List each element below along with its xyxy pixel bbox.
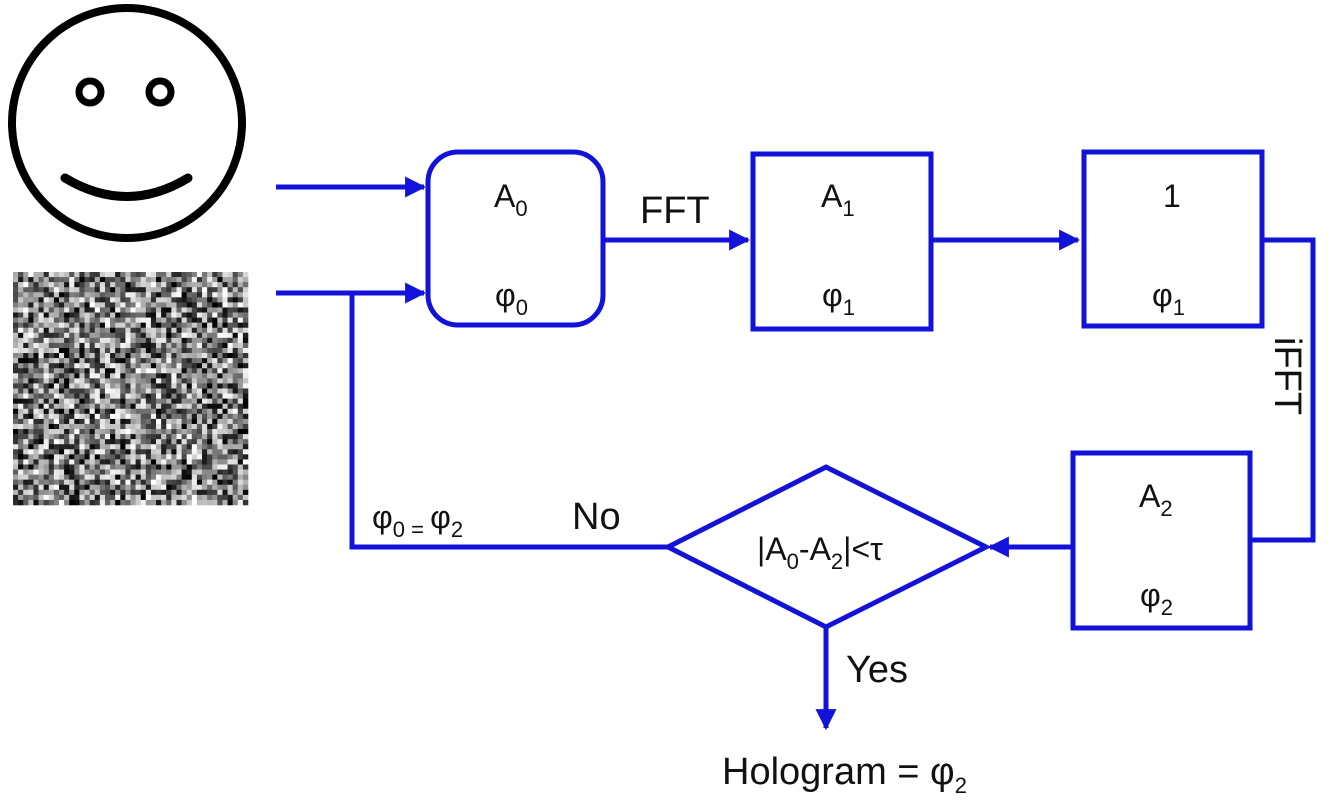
svg-text:φ1: φ1	[1152, 277, 1185, 320]
phase-update-label: φ0 = φ2	[372, 499, 463, 542]
constraint-box: 1 φ1	[1081, 149, 1265, 329]
random-noise-image	[13, 272, 249, 506]
smiley-face-icon	[8, 4, 246, 242]
svg-text:φ1: φ1	[822, 277, 855, 320]
fourier-plane-box: A1 φ1	[750, 151, 934, 332]
fft-label: FFT	[640, 190, 710, 232]
ifft-label: iFFT	[1266, 337, 1308, 415]
feedback-loop-line	[349, 293, 668, 550]
yes-label: Yes	[846, 649, 908, 691]
no-label: No	[572, 496, 621, 538]
inverse-result-box: A2 φ2	[1070, 450, 1253, 631]
svg-text:A2: A2	[1139, 478, 1173, 521]
svg-text:A0: A0	[494, 178, 528, 221]
svg-text:A1: A1	[821, 178, 855, 221]
ifft-path-line	[1250, 237, 1316, 543]
svg-text:|A0-A2|<τ: |A0-A2|<τ	[757, 531, 883, 574]
input-field-box: A0 φ0	[425, 149, 606, 328]
hologram-output-label: Hologram = φ2	[722, 751, 967, 798]
svg-text:φ2: φ2	[1140, 577, 1173, 620]
svg-text:1: 1	[1163, 178, 1181, 214]
svg-text:φ0: φ0	[495, 277, 528, 320]
convergence-decision-diamond: |A0-A2|<τ	[662, 464, 992, 630]
